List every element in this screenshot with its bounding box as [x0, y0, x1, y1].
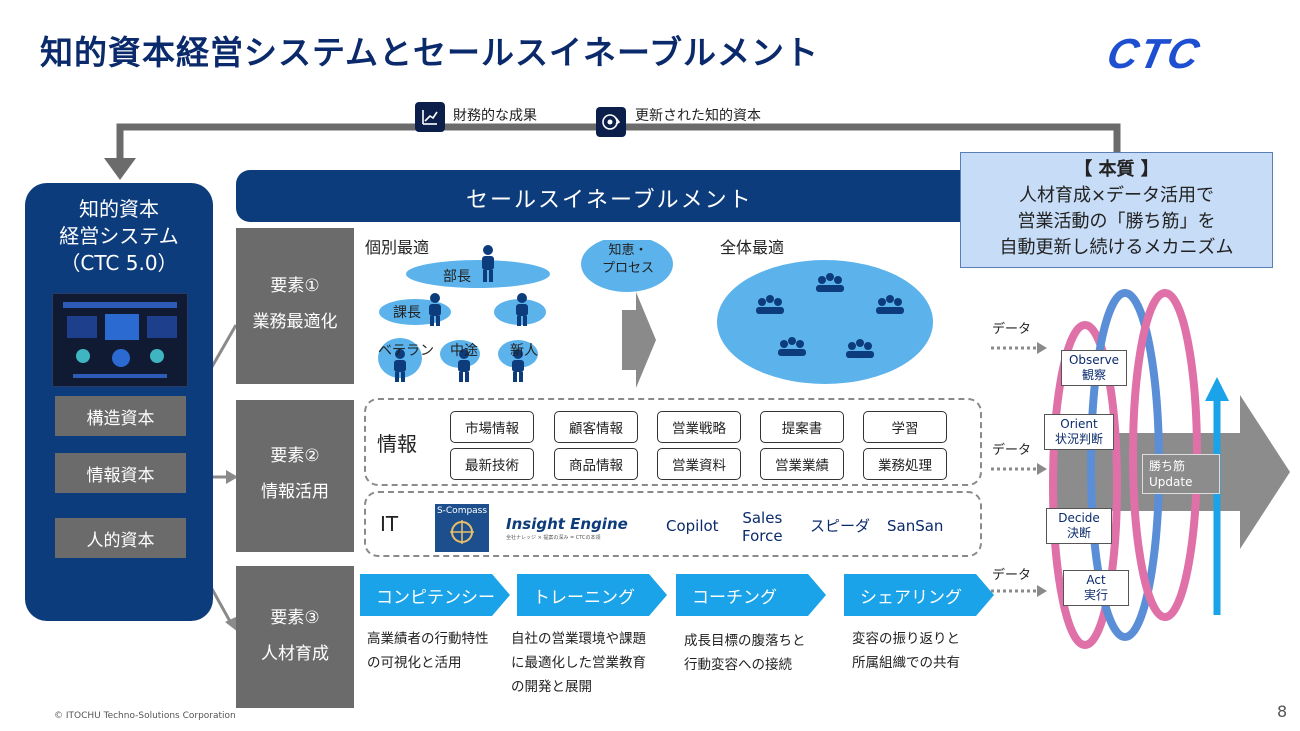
- system-diagram-thumbnail: [52, 293, 188, 387]
- coaching-desc: 成長目標の腹落ちと行動変容への接続: [684, 633, 806, 673]
- financial-result-label: 財務的な成果: [453, 108, 537, 124]
- human-capital-box: 人的資本: [55, 518, 186, 558]
- info-group: [364, 398, 982, 486]
- insight-engine-tagline: 全社ナレッジ × 提案の深み = CTCの本領: [506, 535, 601, 541]
- info-chip: 商品情報: [554, 448, 638, 480]
- panel-title: 知的資本 経営システム （CTC 5.0）: [59, 197, 179, 275]
- info-chip: 業務処理: [863, 448, 947, 480]
- role-label-veteran: ベテラン: [378, 343, 434, 359]
- insight-engine-logo: Insight Engine: [506, 515, 628, 533]
- info-label: 情報: [377, 432, 417, 456]
- copilot-label: Copilot: [666, 517, 719, 535]
- role-label-chuto: 中途: [450, 343, 478, 359]
- step-training: トレーニング: [517, 574, 667, 616]
- info-chip: 営業業績: [760, 448, 844, 480]
- info-chip: 顧客情報: [554, 411, 638, 443]
- knowledge-process-label: 知恵・プロセス: [601, 243, 654, 276]
- info-chip: 営業資料: [657, 448, 741, 480]
- overall-optimization-label: 全体最適: [720, 238, 785, 257]
- info-chip: 最新技術: [450, 448, 534, 480]
- page-number: 8: [1277, 702, 1288, 721]
- it-label: IT: [380, 512, 399, 536]
- data-label-bottom: データ: [992, 568, 1032, 583]
- essence-box: 【 本質 】 人材育成×データ活用で 営業活動の「勝ち筋」を 自動更新し続けるメ…: [960, 152, 1273, 268]
- data-label-top: データ: [992, 322, 1032, 337]
- step-competency: コンピテンシー: [360, 574, 510, 616]
- individual-optimization-label: 個別最適: [365, 238, 430, 257]
- step-coaching: コーチング: [676, 574, 826, 616]
- copyright: © ITOCHU Techno-Solutions Corporation: [54, 711, 236, 721]
- training-desc: 自社の営業環境や課題に最適化した営業教育の開発と展開: [511, 631, 646, 695]
- step-sharing: シェアリング: [844, 574, 994, 616]
- structural-capital-box: 構造資本: [55, 396, 186, 436]
- competency-desc: 高業績者の行動特性の可視化と活用: [367, 631, 489, 671]
- org-optimization-graphic: [378, 240, 933, 388]
- sharing-desc: 変容の振り返りと所属組織での共有: [852, 631, 960, 671]
- info-chip: 提案書: [760, 411, 844, 443]
- it-group: [364, 491, 982, 557]
- chart-growth-icon: [415, 102, 445, 132]
- s-compass-logo: S-Compass: [435, 504, 489, 552]
- role-label-kacho: 課長: [393, 305, 421, 321]
- brain-gear-icon: [596, 107, 626, 137]
- info-chip: 営業戦略: [657, 411, 741, 443]
- role-label-bucho: 部長: [443, 269, 471, 285]
- ooda-spiral-graphic: [991, 289, 1290, 649]
- page-title: 知的資本経営システムとセールスイネーブルメント: [40, 33, 820, 72]
- sansan-label: SanSan: [887, 517, 944, 535]
- information-capital-box: 情報資本: [55, 453, 186, 493]
- data-label-middle: データ: [992, 443, 1032, 458]
- speeda-label: スピーダ: [810, 517, 871, 535]
- info-chip: 学習: [863, 411, 947, 443]
- info-chip: 市場情報: [450, 411, 534, 443]
- role-label-shinjin: 新人: [510, 343, 538, 359]
- updated-capital-label: 更新された知的資本: [635, 108, 761, 124]
